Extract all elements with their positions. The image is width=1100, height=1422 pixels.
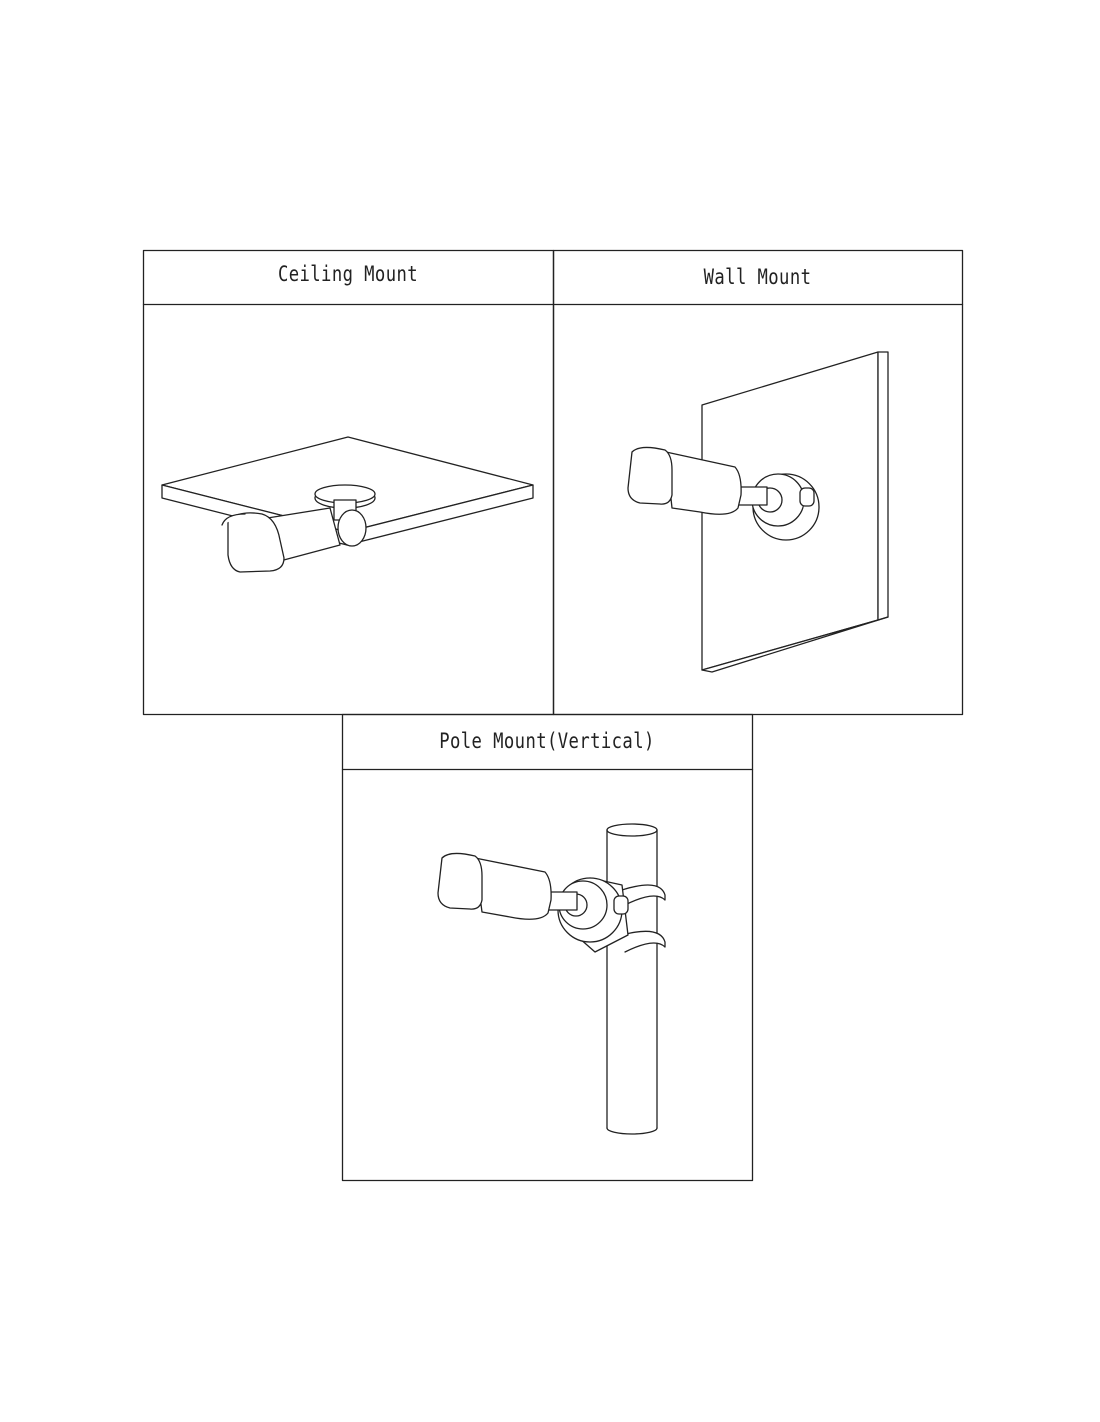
wall-camera [627,446,820,541]
ceiling-camera [221,484,376,573]
pole [606,823,666,1135]
ceiling-mount-title: Ceiling Mount [277,262,419,286]
wall-panel-frame [552,249,964,716]
pole-camera [437,852,629,953]
wall-mount-title: Wall Mount [703,265,812,289]
pole-mount-title: Pole Mount(Vertical) [439,729,655,753]
pole-panel-frame [341,713,754,1182]
